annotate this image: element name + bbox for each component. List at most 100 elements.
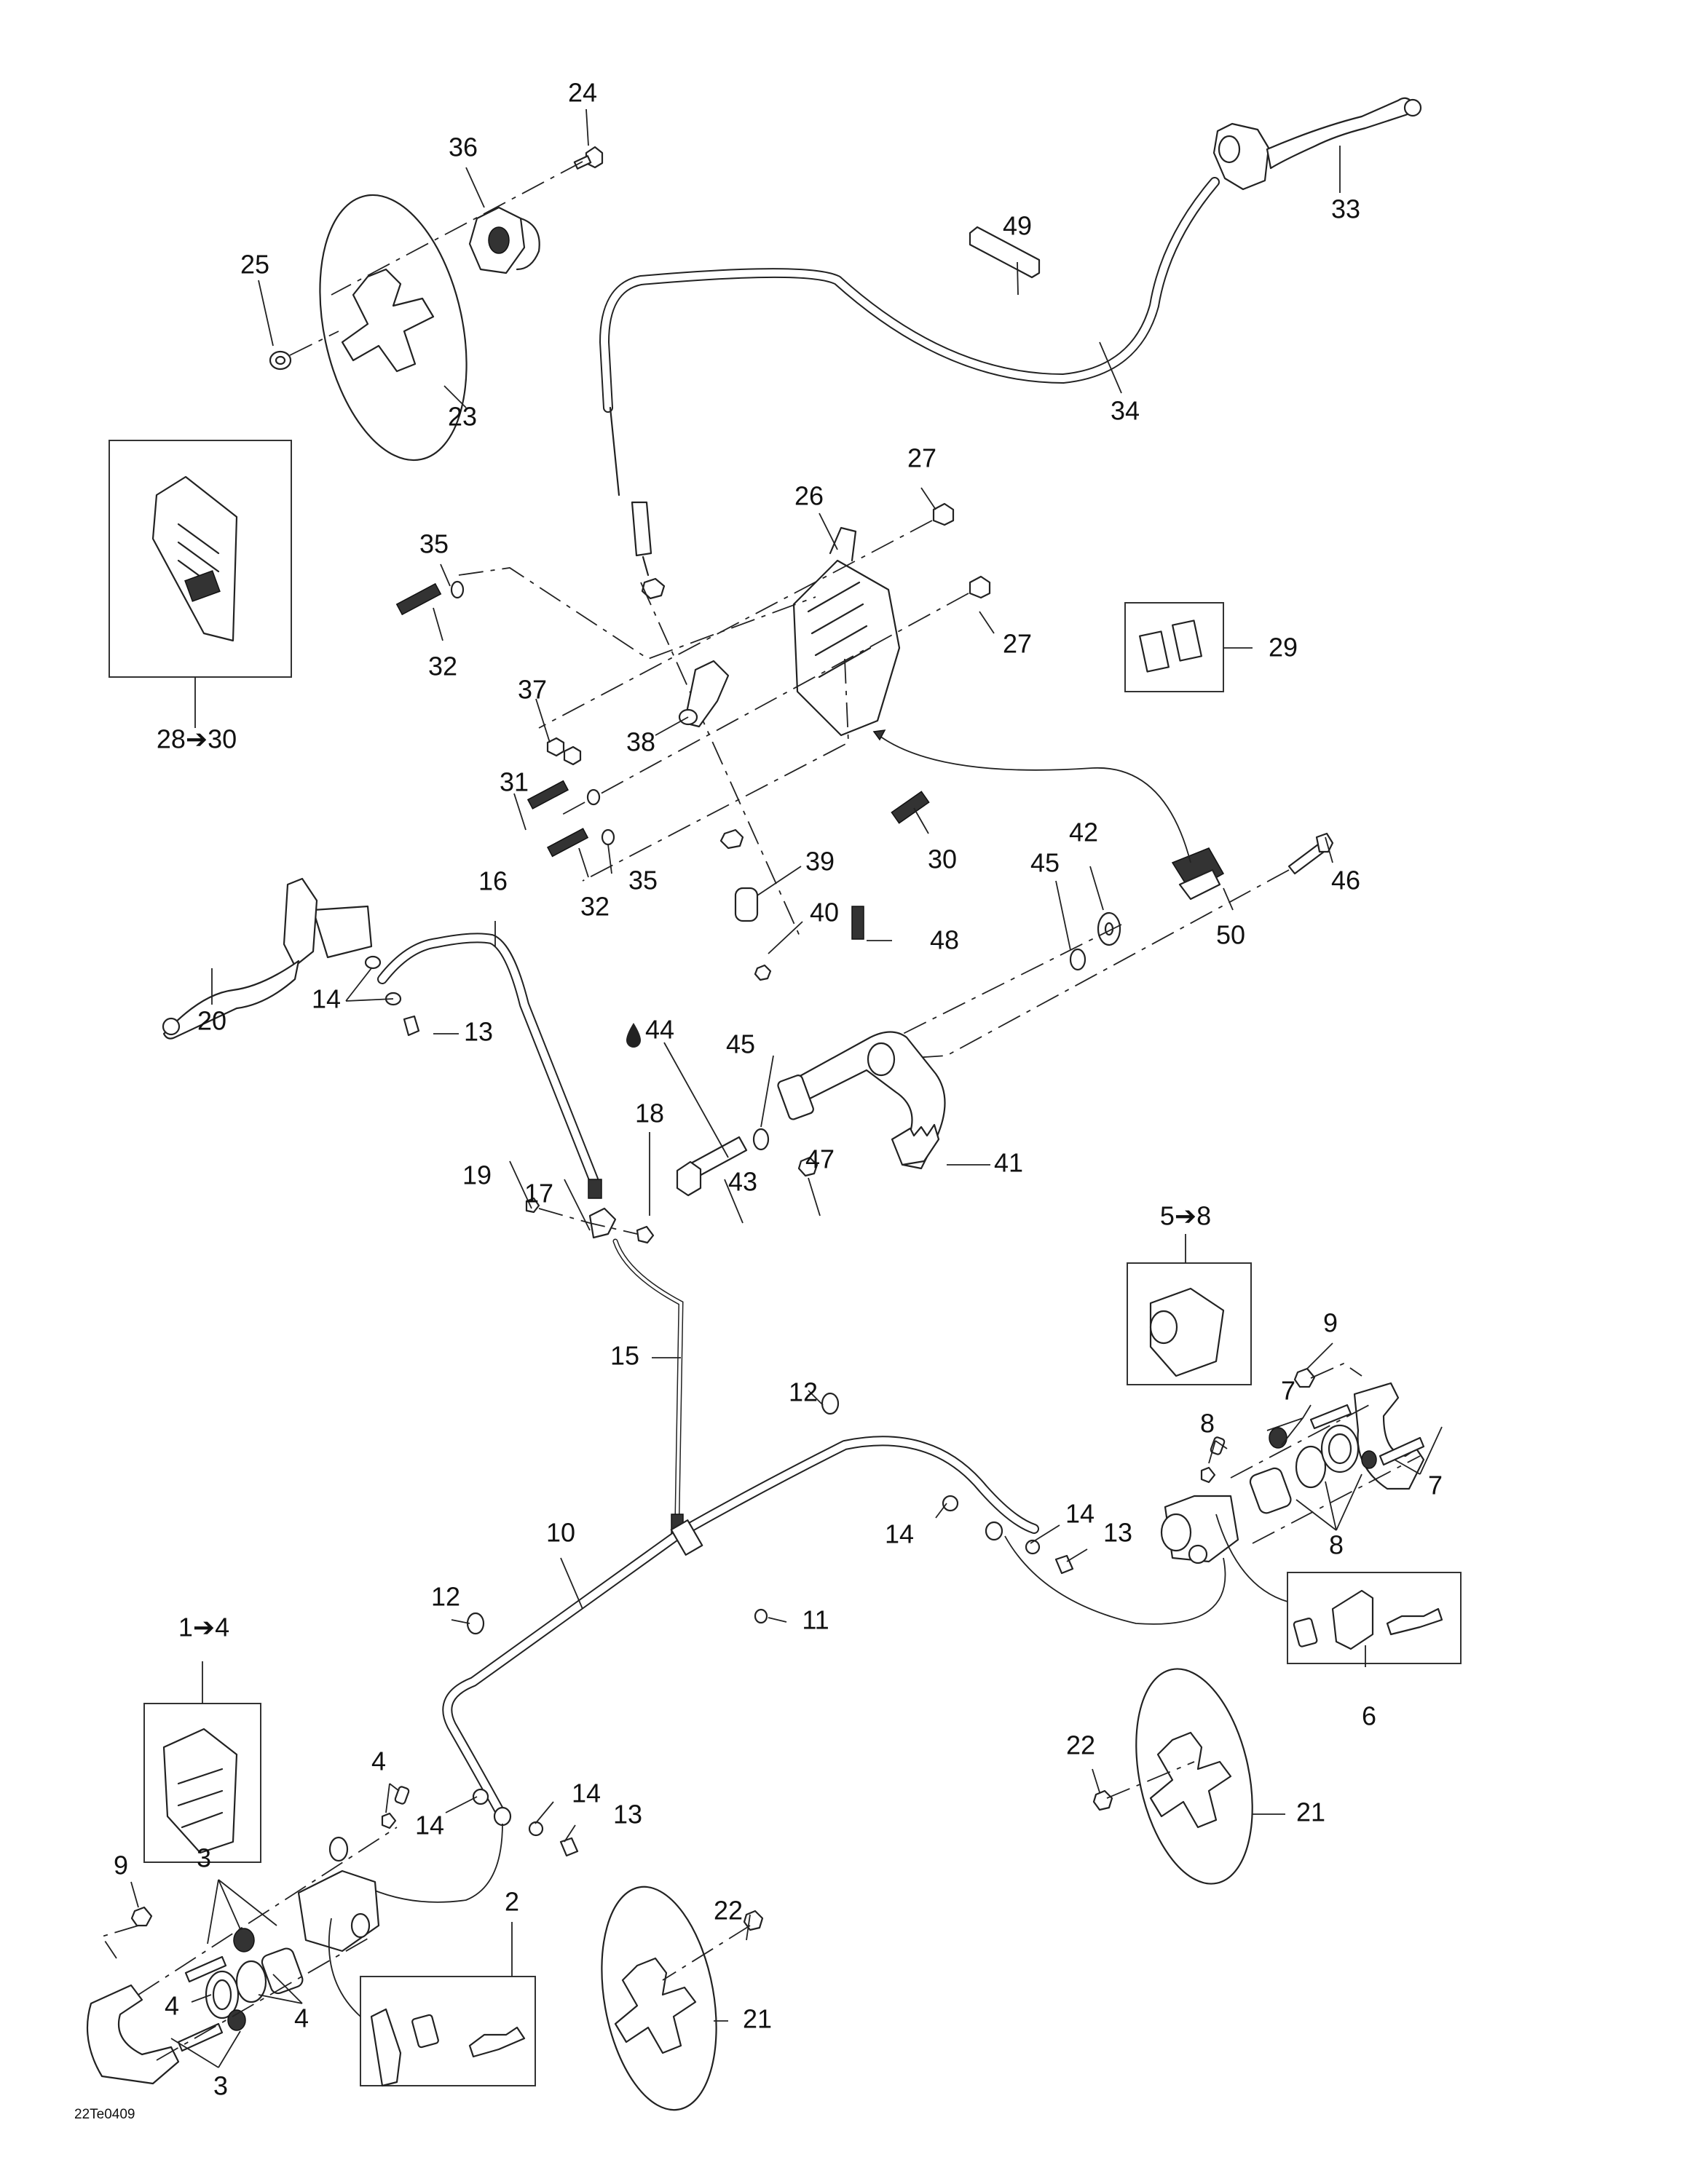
master-cylinder-lever — [162, 877, 373, 1040]
callout-4-mid-left: 4 — [165, 1991, 179, 2021]
cable-guide — [969, 226, 1041, 279]
cable-bracket — [678, 660, 730, 728]
callout-36: 36 — [449, 132, 478, 162]
callout-8-lower: 8 — [1329, 1530, 1344, 1560]
nut-47 — [797, 1156, 819, 1177]
callout-22-left: 22 — [714, 1896, 743, 1926]
callout-7-lower: 7 — [1428, 1471, 1443, 1500]
callout-32-lower: 32 — [580, 892, 610, 922]
brake-disc-right — [1135, 1668, 1253, 1885]
callout-6: 6 — [1362, 1701, 1376, 1731]
axis-line — [837, 869, 1290, 1064]
callout-18: 18 — [635, 1099, 664, 1128]
callout-35-upper: 35 — [419, 529, 449, 559]
callout-7-upper: 7 — [1281, 1376, 1295, 1406]
callout-3-lower: 3 — [213, 2071, 228, 2101]
sleeve-39 — [734, 887, 759, 922]
screw-31 — [526, 780, 569, 810]
inset-brake-pads — [1124, 602, 1224, 692]
washer-42 — [1097, 911, 1121, 946]
axis-line — [640, 582, 802, 940]
left-piston-seals — [205, 1947, 304, 2019]
axis-line — [582, 658, 849, 882]
washer-35-lower — [601, 828, 615, 846]
callout-5-to-8: 5➔8 — [1160, 1201, 1211, 1231]
oil-drop-icon — [626, 1023, 641, 1048]
leader-lines — [130, 108, 1443, 2068]
callout-14-upper: 14 — [312, 984, 341, 1014]
callout-16: 16 — [478, 866, 508, 896]
callout-35-lower: 35 — [628, 866, 658, 895]
right-caliper-body — [1160, 1495, 1239, 1564]
axis-line — [1310, 1362, 1362, 1379]
brake-cable — [599, 177, 1220, 600]
callout-45-right: 45 — [1030, 848, 1060, 878]
callout-12-upper: 12 — [789, 1377, 818, 1407]
left-caliper-body — [297, 1836, 380, 1952]
callout-27-lower: 27 — [1003, 629, 1032, 659]
callout-25: 25 — [240, 250, 269, 280]
brake-pedal — [777, 1031, 946, 1170]
callout-37: 37 — [518, 675, 547, 705]
callout-24: 24 — [568, 78, 597, 108]
callout-41: 41 — [994, 1148, 1023, 1178]
figure-reference: 22Te0409 — [74, 2107, 135, 2122]
callout-46: 46 — [1331, 866, 1360, 895]
hose-route-line — [371, 1823, 503, 1903]
callout-31: 31 — [500, 767, 529, 797]
brake-hose-10 — [442, 1436, 1039, 1821]
callout-11: 11 — [802, 1605, 829, 1635]
hose-route-line — [1004, 1535, 1226, 1625]
pads-route-line — [1215, 1514, 1288, 1602]
brake-disc-upper — [319, 194, 468, 462]
inset-left-pads — [360, 1976, 536, 2087]
callout-10: 10 — [546, 1518, 575, 1548]
callout-34: 34 — [1111, 396, 1140, 426]
axis-line — [538, 1208, 638, 1235]
callout-14-mid-right: 14 — [1065, 1499, 1095, 1529]
callout-28-to-30: 28➔30 — [157, 724, 237, 754]
callout-21-left: 21 — [743, 2004, 772, 2034]
callout-23: 23 — [448, 402, 477, 432]
callout-48: 48 — [930, 925, 959, 955]
callout-3-upper: 3 — [197, 1843, 211, 1873]
screw-32-lower — [546, 828, 589, 858]
axis-line — [1230, 1404, 1370, 1479]
callout-15: 15 — [610, 1341, 639, 1371]
callout-44: 44 — [645, 1015, 674, 1045]
callout-19: 19 — [462, 1160, 492, 1190]
callout-43: 43 — [728, 1167, 757, 1197]
banjo-bolt-upper — [403, 1015, 420, 1037]
brake-line-15 — [612, 1238, 684, 1534]
banjo-right — [942, 1495, 1074, 1575]
callout-20: 20 — [197, 1006, 226, 1036]
callout-13-mid: 13 — [1103, 1518, 1132, 1548]
callout-42: 42 — [1069, 818, 1098, 847]
callout-33: 33 — [1331, 194, 1360, 224]
callout-12-lower: 12 — [431, 1582, 460, 1612]
callout-45-left: 45 — [726, 1029, 755, 1059]
nut-upper — [719, 828, 744, 850]
cable-route-line — [873, 731, 1191, 863]
callout-14-mid-left: 14 — [885, 1519, 914, 1549]
hose-clamp — [525, 1197, 655, 1244]
caliper-bolt-lower — [969, 575, 991, 599]
callout-1-to-4: 1➔4 — [178, 1613, 229, 1642]
callout-13-upper: 13 — [464, 1017, 493, 1047]
callout-40: 40 — [810, 898, 839, 927]
bolts-37 — [546, 737, 582, 766]
bolt-11 — [754, 1608, 768, 1624]
callout-8-upper: 8 — [1200, 1409, 1215, 1439]
left-slide-pins — [177, 1928, 255, 2052]
callout-32-upper: 32 — [428, 652, 457, 681]
hub-bolt — [573, 146, 604, 170]
callout-9-right: 9 — [1323, 1308, 1338, 1338]
brake-disc-left — [601, 1886, 717, 2111]
axis-line — [289, 331, 339, 356]
pivot-bolt-43 — [676, 1136, 748, 1197]
callout-9-left: 9 — [114, 1851, 128, 1880]
callout-27-upper: 27 — [907, 443, 936, 473]
callout-14-low-left: 14 — [415, 1811, 444, 1840]
